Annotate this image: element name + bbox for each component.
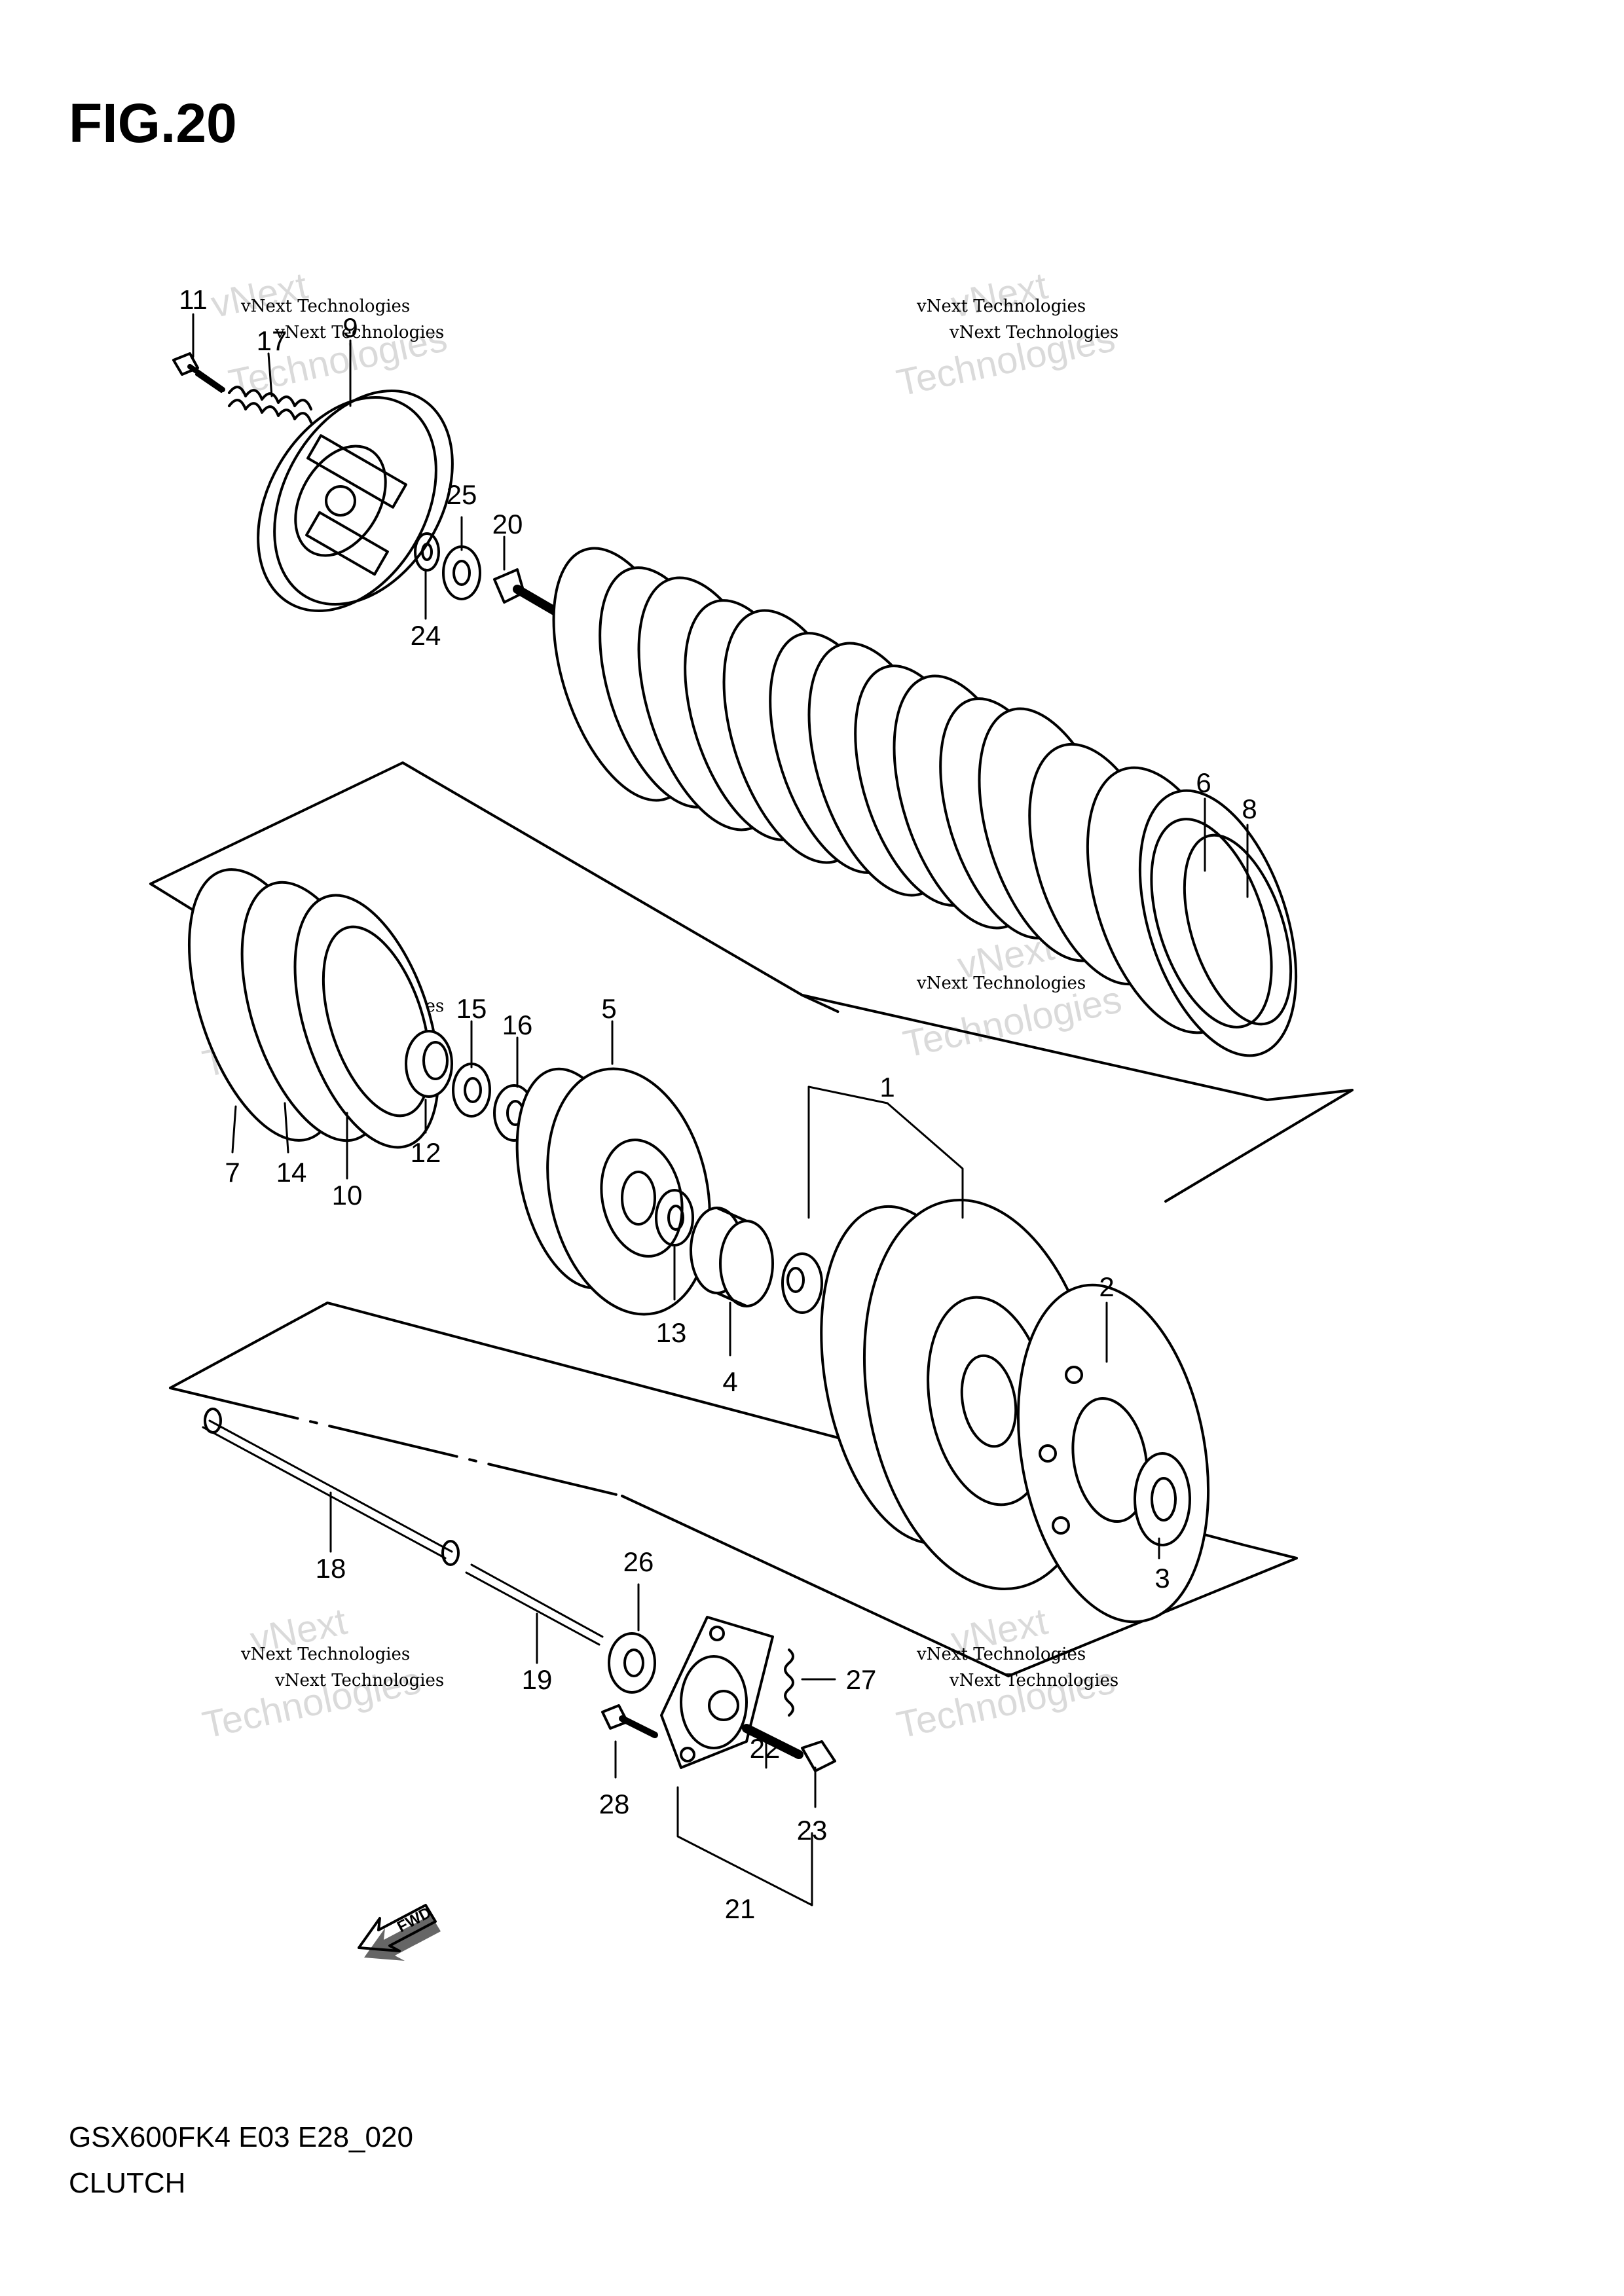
callout-13: 13 (656, 1317, 687, 1348)
part-11-bolt (172, 352, 225, 393)
part-25-bearing (442, 545, 481, 600)
watermark-top-right: vNext Technologies vNext Technologies vN… (893, 264, 1119, 405)
callout-3: 3 (1154, 1563, 1170, 1594)
svg-text:vNext Technologies: vNext Technologies (916, 297, 1086, 316)
part-5-clutch-hub (515, 1067, 711, 1316)
callout-2: 2 (1099, 1271, 1114, 1302)
part-23-nut (801, 1740, 836, 1772)
part-13-washer (655, 1189, 694, 1247)
callout-16: 16 (502, 1010, 533, 1040)
callout-21: 21 (725, 1893, 756, 1924)
callout-6: 6 (1196, 767, 1211, 798)
part-3-washer (1134, 1452, 1191, 1546)
callout-23: 23 (797, 1815, 828, 1846)
part-10-plate (293, 894, 440, 1149)
part-26-oil-seal (608, 1632, 656, 1694)
part-24-washer (414, 532, 440, 572)
watermark-top-left: vNext Technologies vNext Technologies vN… (208, 264, 451, 405)
figure-name: CLUTCH (69, 2167, 186, 2199)
fwd-arrow-icon: FWD (358, 1904, 441, 1961)
callout-1: 1 (879, 1072, 895, 1102)
callout-9: 9 (342, 312, 358, 343)
callout-14: 14 (276, 1157, 307, 1188)
callout-22: 22 (750, 1733, 781, 1764)
part-9-pressure-plate (257, 390, 454, 612)
svg-text:vNext Technologies: vNext Technologies (949, 323, 1118, 342)
callout-10: 10 (332, 1180, 363, 1211)
callout-26: 26 (623, 1546, 654, 1577)
part-22-adjust-screw (742, 1724, 803, 1759)
part-4-needle-bearing (690, 1207, 774, 1307)
svg-text:vNext Technologies: vNext Technologies (949, 1671, 1118, 1690)
svg-text:vNext Technologies: vNext Technologies (916, 974, 1086, 993)
assembly-outline-lower (169, 1302, 1298, 1677)
callout-11: 11 (179, 284, 208, 315)
callout-27: 27 (846, 1664, 877, 1695)
leader-lines (192, 313, 1249, 1906)
part-12-bearing (405, 1030, 453, 1098)
spacer (781, 1252, 823, 1314)
svg-text:vNext Technologies: vNext Technologies (916, 1645, 1086, 1664)
callout-25: 25 (447, 479, 477, 510)
callout-12: 12 (411, 1137, 441, 1168)
callout-18: 18 (316, 1553, 346, 1584)
svg-text:vNext Technologies: vNext Technologies (240, 297, 410, 316)
watermark-bottom-left: vNext Technologies vNext Technologies vN… (199, 1600, 445, 1747)
callout-24: 24 (411, 620, 441, 651)
svg-text:vNext: vNext (948, 264, 1052, 326)
watermark-bottom-right: vNext Technologies vNext Technologies vN… (893, 1600, 1119, 1747)
svg-text:vNext: vNext (208, 264, 312, 326)
part-27-spring (784, 1649, 794, 1717)
svg-text:vNext Technologies: vNext Technologies (240, 1645, 410, 1664)
callout-15: 15 (456, 993, 487, 1024)
part-15-washer (452, 1063, 491, 1118)
callout-19: 19 (522, 1664, 553, 1695)
callout-17: 17 (257, 325, 287, 356)
figure-title: FIG.20 (69, 92, 237, 154)
callout-5: 5 (601, 993, 616, 1024)
figure-code: GSX600FK4 E03 E28_020 (69, 2121, 413, 2153)
callout-labels: 11 17 9 25 20 24 6 8 5 1 2 3 15 16 12 7 … (179, 284, 1257, 1924)
part-18-push-rod (202, 1408, 460, 1566)
callout-7: 7 (225, 1157, 240, 1188)
clutch-plate-stack (552, 547, 1298, 1057)
svg-text:vNext Technologies: vNext Technologies (274, 323, 444, 342)
callout-20: 20 (492, 509, 523, 539)
callout-28: 28 (599, 1789, 630, 1819)
callout-8: 8 (1242, 793, 1257, 824)
part-28-bolt (601, 1704, 658, 1738)
part-19-push-rod (465, 1563, 604, 1646)
part-20-push-piece (493, 568, 561, 617)
callout-4: 4 (722, 1366, 737, 1397)
svg-text:vNext Technologies: vNext Technologies (274, 1671, 444, 1690)
